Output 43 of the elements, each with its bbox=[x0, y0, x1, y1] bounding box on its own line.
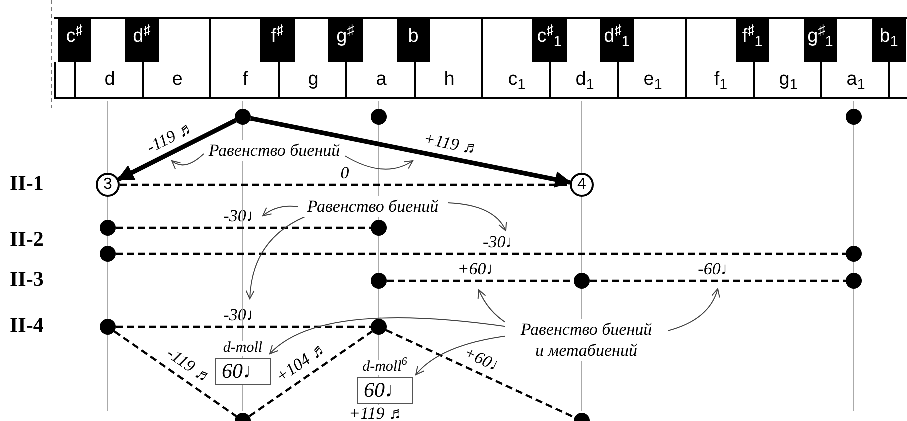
dashed-line bbox=[116, 226, 371, 230]
dashed-line bbox=[590, 280, 846, 282]
dashed-line bbox=[116, 252, 846, 256]
natural-key bbox=[888, 62, 907, 97]
natural-key: d$_{1}$ bbox=[549, 62, 619, 97]
natural-key: h bbox=[414, 62, 483, 97]
natural-key: c$_{1}$ bbox=[481, 62, 551, 97]
key-label: d-moll$^{6}$ bbox=[362, 360, 408, 375]
annotation-text: Равенство биений bbox=[204, 140, 345, 161]
dashed-line bbox=[120, 184, 570, 186]
leader-line bbox=[448, 202, 506, 232]
sharp-key: f$^{♯}$ bbox=[260, 19, 295, 62]
sharp-key: d$^{♯}$ bbox=[125, 19, 159, 62]
sharp-key: b$_{1}$ bbox=[872, 19, 906, 62]
natural-key bbox=[54, 62, 76, 97]
leader-line bbox=[668, 288, 720, 332]
dashed-line bbox=[386, 329, 576, 419]
tempo-box: 60♩ bbox=[357, 377, 413, 404]
sharp-key: b bbox=[397, 19, 430, 62]
natural-key: g bbox=[278, 62, 347, 97]
natural-key: g$_{1}$ bbox=[753, 62, 822, 97]
natural-key: d bbox=[74, 62, 144, 97]
natural-key: a bbox=[345, 62, 416, 97]
leader-line bbox=[344, 156, 414, 170]
leader-line bbox=[262, 206, 298, 216]
sharp-key: g$^{♯}$ bbox=[328, 19, 363, 62]
leader-line bbox=[172, 154, 204, 170]
arrow bbox=[117, 118, 237, 182]
arrow bbox=[250, 116, 572, 188]
natural-key: f bbox=[209, 62, 280, 97]
key-label: d-moll bbox=[223, 341, 263, 356]
edge-label: 0 bbox=[338, 164, 352, 182]
natural-key: e bbox=[142, 62, 211, 97]
dashed-line bbox=[248, 330, 374, 418]
dashed-line bbox=[116, 326, 371, 328]
natural-key: f$_{1}$ bbox=[685, 62, 755, 97]
natural-key: e$_{1}$ bbox=[617, 62, 687, 97]
natural-key: a$_{1}$ bbox=[820, 62, 890, 97]
annotation-text: Равенство биений и метабиений bbox=[505, 319, 668, 361]
tempo-box: 60♩ bbox=[215, 358, 271, 385]
dashed-line bbox=[114, 330, 238, 418]
sharp-key: c$^{♯}$ bbox=[58, 19, 91, 62]
leader-line bbox=[246, 216, 306, 300]
